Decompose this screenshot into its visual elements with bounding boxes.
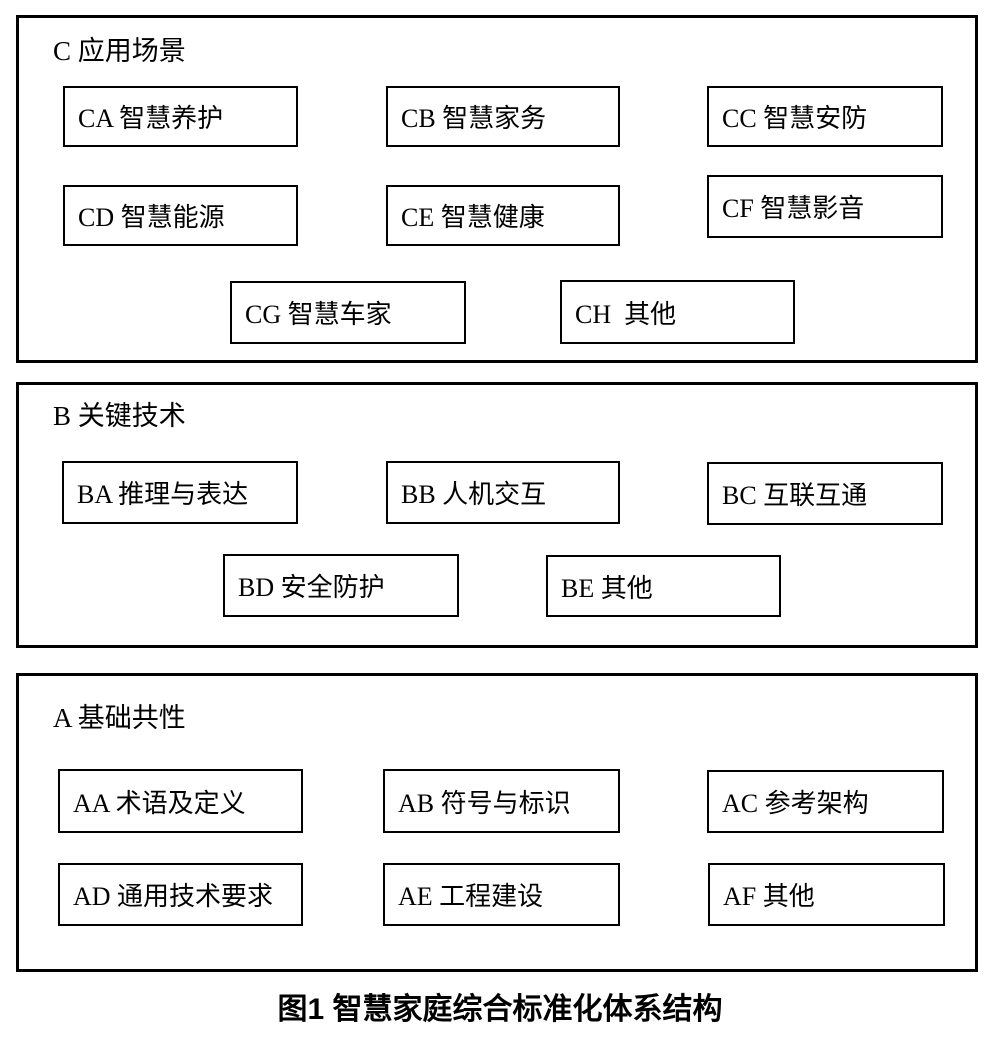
box-be: BE 其他: [546, 555, 781, 617]
figure-caption: 图1 智慧家庭综合标准化体系结构: [277, 993, 723, 1026]
box-ce: CE 智慧健康: [386, 185, 620, 246]
box-af: AF 其他: [708, 863, 945, 926]
box-ad: AD 通用技术要求: [58, 863, 303, 926]
box-ca: CA 智慧养护: [63, 86, 298, 147]
box-ba: BA 推理与表达: [62, 461, 298, 524]
section-a-title: A 基础共性: [53, 703, 186, 733]
box-bd: BD 安全防护: [223, 554, 459, 617]
box-ae: AE 工程建设: [383, 863, 620, 926]
box-cc: CC 智慧安防: [707, 86, 943, 147]
section-b-key-technologies: B 关键技术 BA 推理与表达 BB 人机交互 BC 互联互通 BD 安全防护 …: [16, 382, 978, 648]
box-cg: CG 智慧车家: [230, 281, 466, 344]
box-cd: CD 智慧能源: [63, 185, 298, 246]
box-aa: AA 术语及定义: [58, 769, 303, 833]
box-ac: AC 参考架构: [707, 770, 944, 833]
box-bc: BC 互联互通: [707, 462, 943, 525]
section-b-title: B 关键技术: [53, 401, 186, 431]
box-ab: AB 符号与标识: [383, 769, 620, 833]
section-c-title: C 应用场景: [53, 36, 186, 66]
box-ch: CH 其他: [560, 280, 795, 344]
box-cb: CB 智慧家务: [386, 86, 620, 147]
box-bb: BB 人机交互: [386, 461, 620, 524]
box-cf: CF 智慧影音: [707, 175, 943, 238]
section-c-application-scenarios: C 应用场景 CA 智慧养护 CB 智慧家务 CC 智慧安防 CD 智慧能源 C…: [16, 15, 978, 363]
section-a-basic-commonality: A 基础共性 AA 术语及定义 AB 符号与标识 AC 参考架构 AD 通用技术…: [16, 673, 978, 972]
